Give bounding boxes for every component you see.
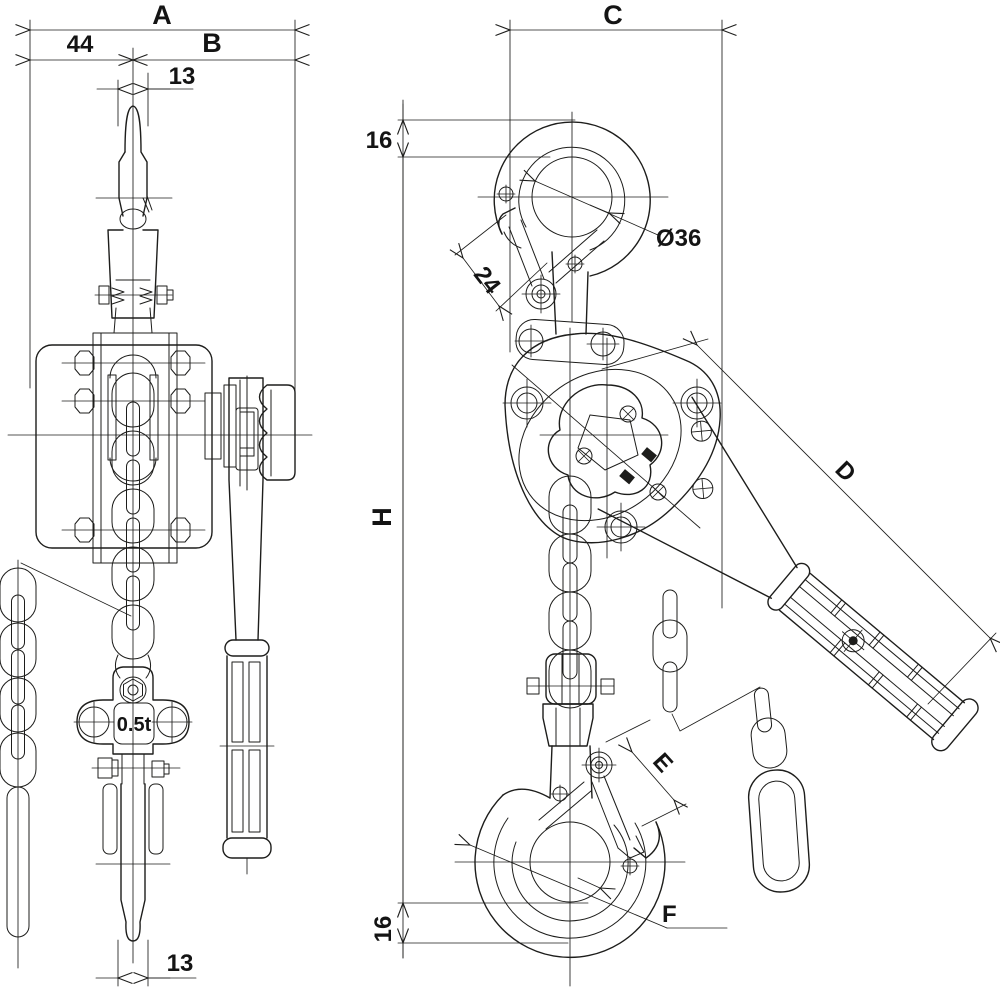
- side-selector-cam: [547, 384, 667, 501]
- dim-label-a: A: [152, 0, 172, 30]
- dim-label-16-top: 16: [366, 127, 393, 154]
- dim-line-d: [697, 345, 990, 638]
- chain-detail-leader: [20, 562, 132, 617]
- front-clevis: [107, 229, 159, 334]
- dim-label-c: C: [603, 0, 623, 30]
- side-load-chain: [548, 475, 592, 709]
- dim-label-dia36: Ø36: [656, 225, 701, 252]
- side-body: [502, 332, 722, 559]
- front-bottom-hook: 0.5t: [73, 666, 193, 942]
- dim-label-h: H: [367, 507, 397, 527]
- dim-label-24: 24: [468, 262, 506, 300]
- side-view: [454, 111, 979, 987]
- front-lever-grip: [219, 639, 275, 875]
- front-spring-pin: [94, 285, 174, 305]
- side-bottom-hook: [454, 653, 686, 959]
- dim-label-13-bottom: 13: [167, 950, 194, 977]
- front-view: 0.5t: [0, 47, 313, 969]
- side-slack-chain: [652, 589, 811, 893]
- dim-label-b: B: [202, 28, 222, 58]
- side-body-bolts: [502, 378, 722, 552]
- side-top-hook: [493, 121, 651, 366]
- capacity-plate: [113, 702, 155, 745]
- front-load-chain: [111, 372, 155, 679]
- dimensions: A 44 B 13 13 C 16 H 16: [30, 0, 996, 987]
- dim-line-f: [470, 845, 668, 929]
- dim-label-13-top: 13: [169, 63, 196, 90]
- front-chain-detail: [0, 559, 132, 969]
- capacity-label: 0.5t: [117, 714, 152, 736]
- front-top-hook: [95, 105, 173, 230]
- dim-label-44: 44: [67, 31, 94, 58]
- dim-label-e: E: [647, 748, 678, 778]
- dim-line-24: [463, 258, 499, 306]
- front-stay-bolts: [61, 350, 206, 543]
- dim-label-16-bottom: 16: [370, 916, 397, 943]
- dim-label-f: F: [662, 901, 677, 928]
- front-handwheel: [204, 375, 296, 491]
- front-body: [7, 332, 313, 564]
- dim-line-e: [632, 752, 674, 800]
- front-lever: [219, 377, 275, 875]
